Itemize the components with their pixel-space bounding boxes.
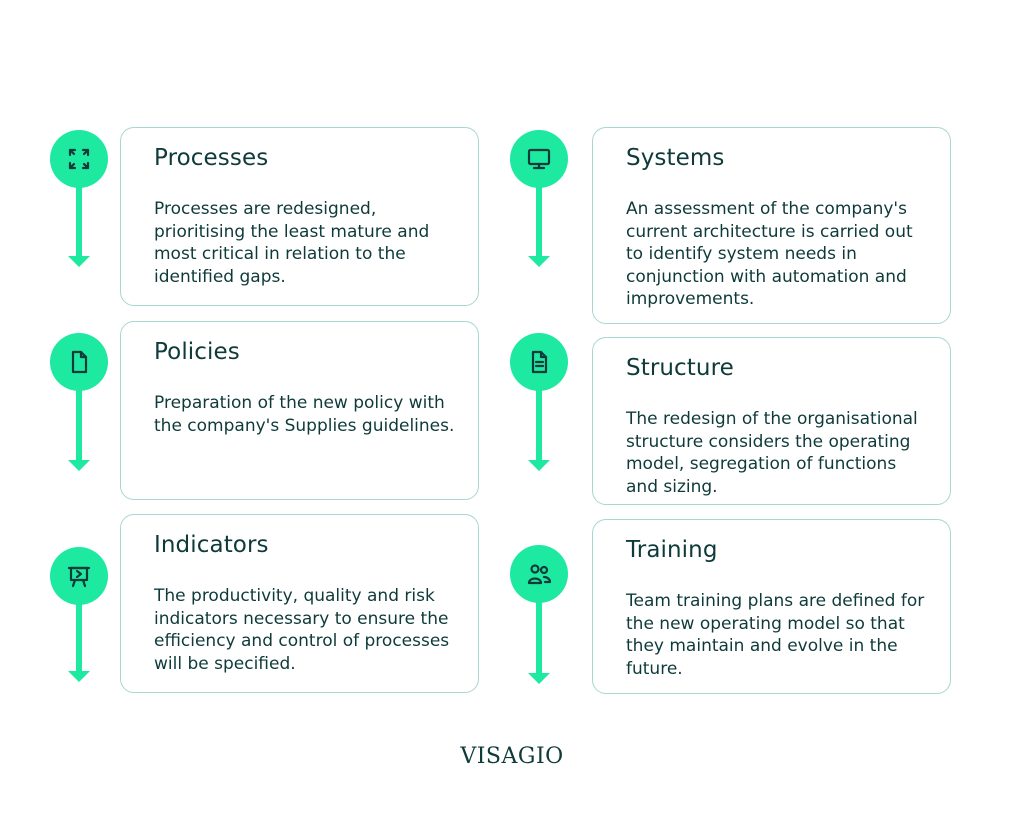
card-processes: Processes Processes are redesigned, prio…: [120, 127, 479, 306]
presentation-board-icon: [50, 547, 108, 605]
arrow-down-icon: [68, 256, 90, 267]
users-icon: [510, 545, 568, 603]
card-text: Preparation of the new policy with the c…: [154, 393, 455, 436]
card-structure: Structure The redesign of the organisati…: [592, 337, 951, 505]
card-title: Processes: [154, 145, 269, 171]
card-title: Training: [626, 537, 718, 563]
document-lines-icon: [510, 333, 568, 391]
card-text: Team training plans are defined for the …: [626, 591, 925, 679]
arrow-down-icon: [528, 460, 550, 471]
card-text: Processes are redesigned, prioritising t…: [154, 199, 430, 287]
arrow-down-icon: [528, 673, 550, 684]
card-text: An assessment of the company's current a…: [626, 199, 913, 309]
document-icon: [50, 333, 108, 391]
card-title: Systems: [626, 145, 725, 171]
card-title: Policies: [154, 339, 240, 365]
card-indicators: Indicators The productivity, quality and…: [120, 514, 479, 693]
arrow-down-icon: [68, 671, 90, 682]
monitor-icon: [510, 130, 568, 188]
card-policies: Policies Preparation of the new policy w…: [120, 321, 479, 500]
card-training: Training Team training plans are defined…: [592, 519, 951, 694]
cycle-arrows-icon: [50, 130, 108, 188]
arrow-down-icon: [68, 460, 90, 471]
brand-logo: VISAGIO: [460, 744, 564, 769]
arrow-down-icon: [528, 256, 550, 267]
card-title: Structure: [626, 355, 734, 381]
card-text: The productivity, quality and risk indic…: [154, 586, 450, 674]
card-title: Indicators: [154, 532, 269, 558]
card-systems: Systems An assessment of the company's c…: [592, 127, 951, 324]
card-text: The redesign of the organisational struc…: [626, 409, 918, 497]
